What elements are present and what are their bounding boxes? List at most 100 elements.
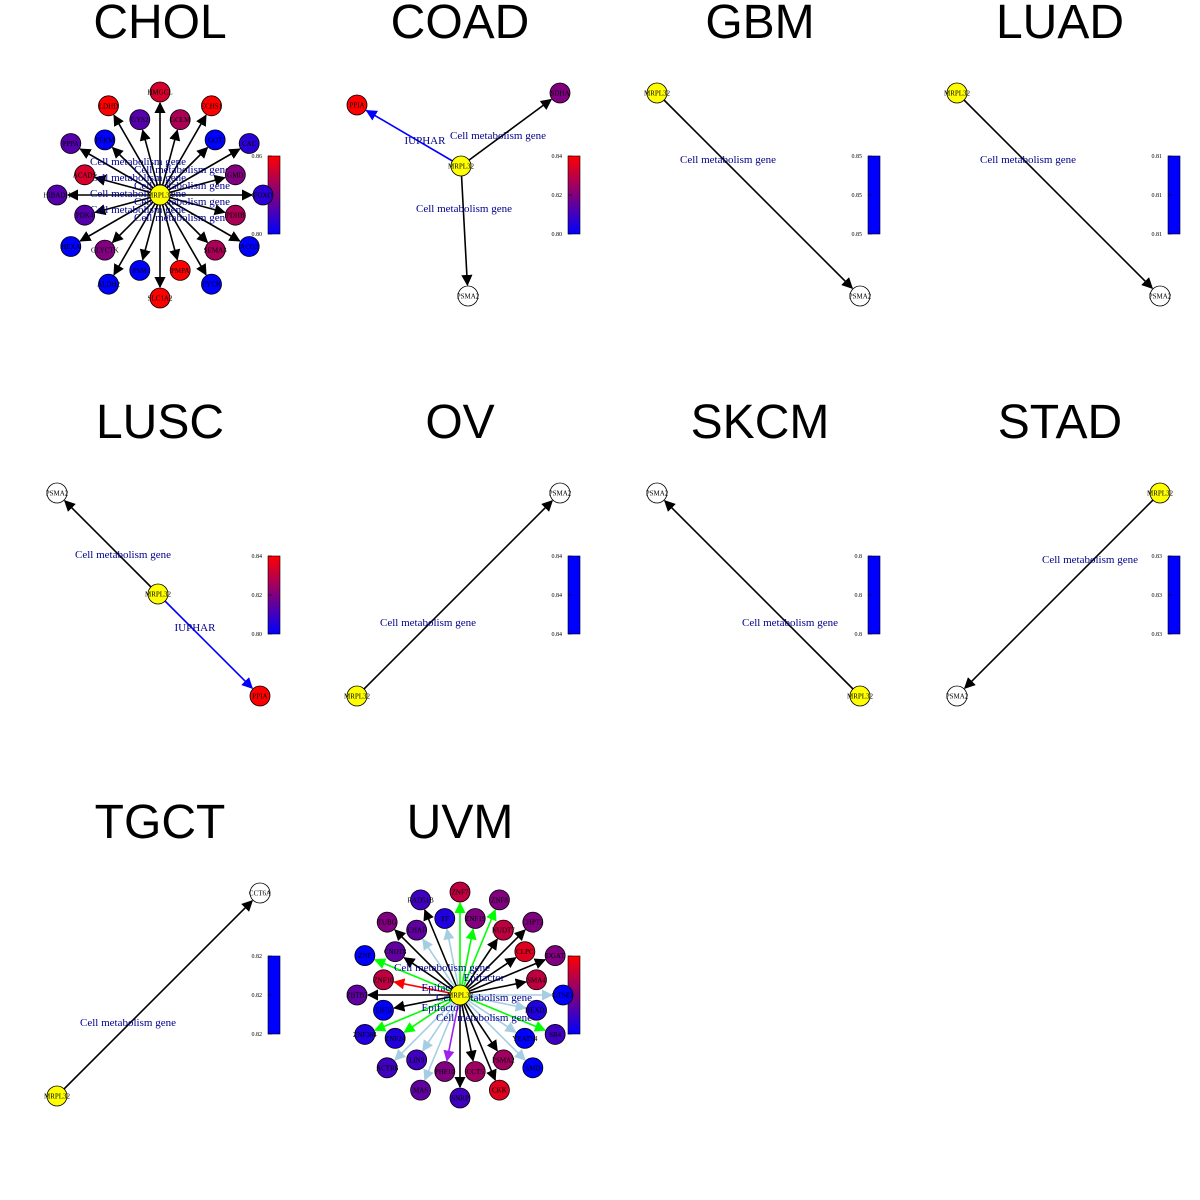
edge-label: Cell metabolism gene [1042,554,1138,566]
node-label: CCT5 [467,1068,485,1076]
node: GTSE1 [552,984,575,1006]
node-psma2: PSMA2 [457,285,480,307]
node: CHPT2 [522,911,544,933]
node: ZNF [354,945,376,966]
edge [159,148,241,196]
node: CCT5 [464,1061,486,1082]
node-mrpl32: MRPL32 [145,583,172,605]
node: HEXA [60,236,82,257]
node-target-circle [249,882,271,904]
node: GYS2 [129,109,151,131]
node: NUDT7 [492,919,515,941]
node-label: CHPT2 [522,919,544,927]
node-sdha: SDHA [549,82,571,104]
node-circle [552,984,574,1006]
node-circle [522,1057,544,1079]
node: PDHB [224,204,246,226]
node-center-circle [646,82,668,104]
colorbar-tick-label: 0.84 [252,554,263,560]
node-circle [149,81,171,103]
colorbar-tick-label: 0.82 [252,1032,263,1038]
edge [422,938,461,996]
edge [459,908,497,996]
edge [459,994,526,1061]
edge-ppia [365,109,462,167]
node-label: ZBTB7 [346,992,368,1000]
node-center-circle [1149,482,1171,504]
node-center-label: MRPL32 [644,90,671,98]
colorbar: 0.810.810.81 [1152,154,1181,238]
edge-label: Cell metabolism gene [90,156,186,168]
colorbar-tick-label: 0.82 [252,993,263,999]
edge [459,994,477,1062]
node-mrpl32-label: MRPL32 [145,591,172,599]
node: SMD [522,1057,544,1079]
node-label: HEXD1 [525,1007,548,1015]
node-label: ZNF8 [491,896,508,904]
node: ALDH2 [97,273,120,295]
node-circle [94,239,116,261]
node-target-circle [646,482,668,504]
colorbar: 0.80.80.8 [855,554,881,638]
node-circle [449,1087,471,1109]
node-label: SMA4 [527,976,546,984]
panel-title: SKCM [691,396,830,449]
node-center-circle [449,984,471,1006]
node: RAD51B [407,889,434,911]
edge [159,129,181,196]
node-ppia-circle [346,94,368,116]
node-circle [434,1061,456,1082]
node-circle [224,164,246,186]
node-target-circle [946,685,968,707]
node: CHAF [406,919,428,941]
panel-uvm: UVM0.800.840.88Cell metabolism geneEpifa… [346,796,581,1109]
edge [79,194,161,242]
node: ZBTB7 [346,984,368,1006]
edge-ppia [157,593,254,690]
node-target-label: PSMA2 [946,693,969,701]
node-circle [201,95,222,117]
node-circle [526,999,547,1021]
node-circle [129,109,151,131]
edge [459,958,547,996]
node-circle [434,908,456,929]
edge [459,928,477,996]
node-label: ZNF10 [373,976,394,984]
node: YEATS4 [512,1027,538,1049]
panel-title: COAD [391,0,530,49]
edge-label: Cell metabolism gene [80,1017,176,1029]
edge [159,194,241,242]
node-label: HEXA [61,243,80,251]
edge-label: Cell metabolism gene [134,212,230,224]
node-label: DGAT [546,952,565,960]
node: GOT [204,129,226,151]
edge [459,994,517,1033]
node-circle [522,911,544,933]
node-mrpl32: MRPL32 [448,155,475,177]
node: ECHS1 [201,95,223,117]
node: FOXO [252,184,274,206]
node-circle [60,236,82,257]
edge [159,194,181,261]
edge [403,957,461,996]
node-circle [449,881,471,903]
edge [373,958,461,996]
node-ppia: PPIA [346,94,368,116]
node: PHF10 [434,1061,456,1082]
node: CKK [489,1079,510,1101]
panel-title: LUAD [996,0,1124,49]
node-label: MAS [413,1087,428,1095]
colorbar-tick-label: 0.80 [552,232,563,238]
node-center: MRPL32 [847,685,874,707]
node: ZNF8 [489,889,510,911]
node-target-circle [1149,285,1171,307]
node: PSM [129,259,151,281]
node-label: GTSE1 [553,992,575,1000]
node-label: GMD [227,171,243,179]
node-circle [514,1027,536,1049]
node-label: YEATS4 [512,1035,538,1043]
node: TUBG [376,911,398,933]
node-center: MRPL32 [644,82,671,104]
node-target-circle [549,482,571,504]
